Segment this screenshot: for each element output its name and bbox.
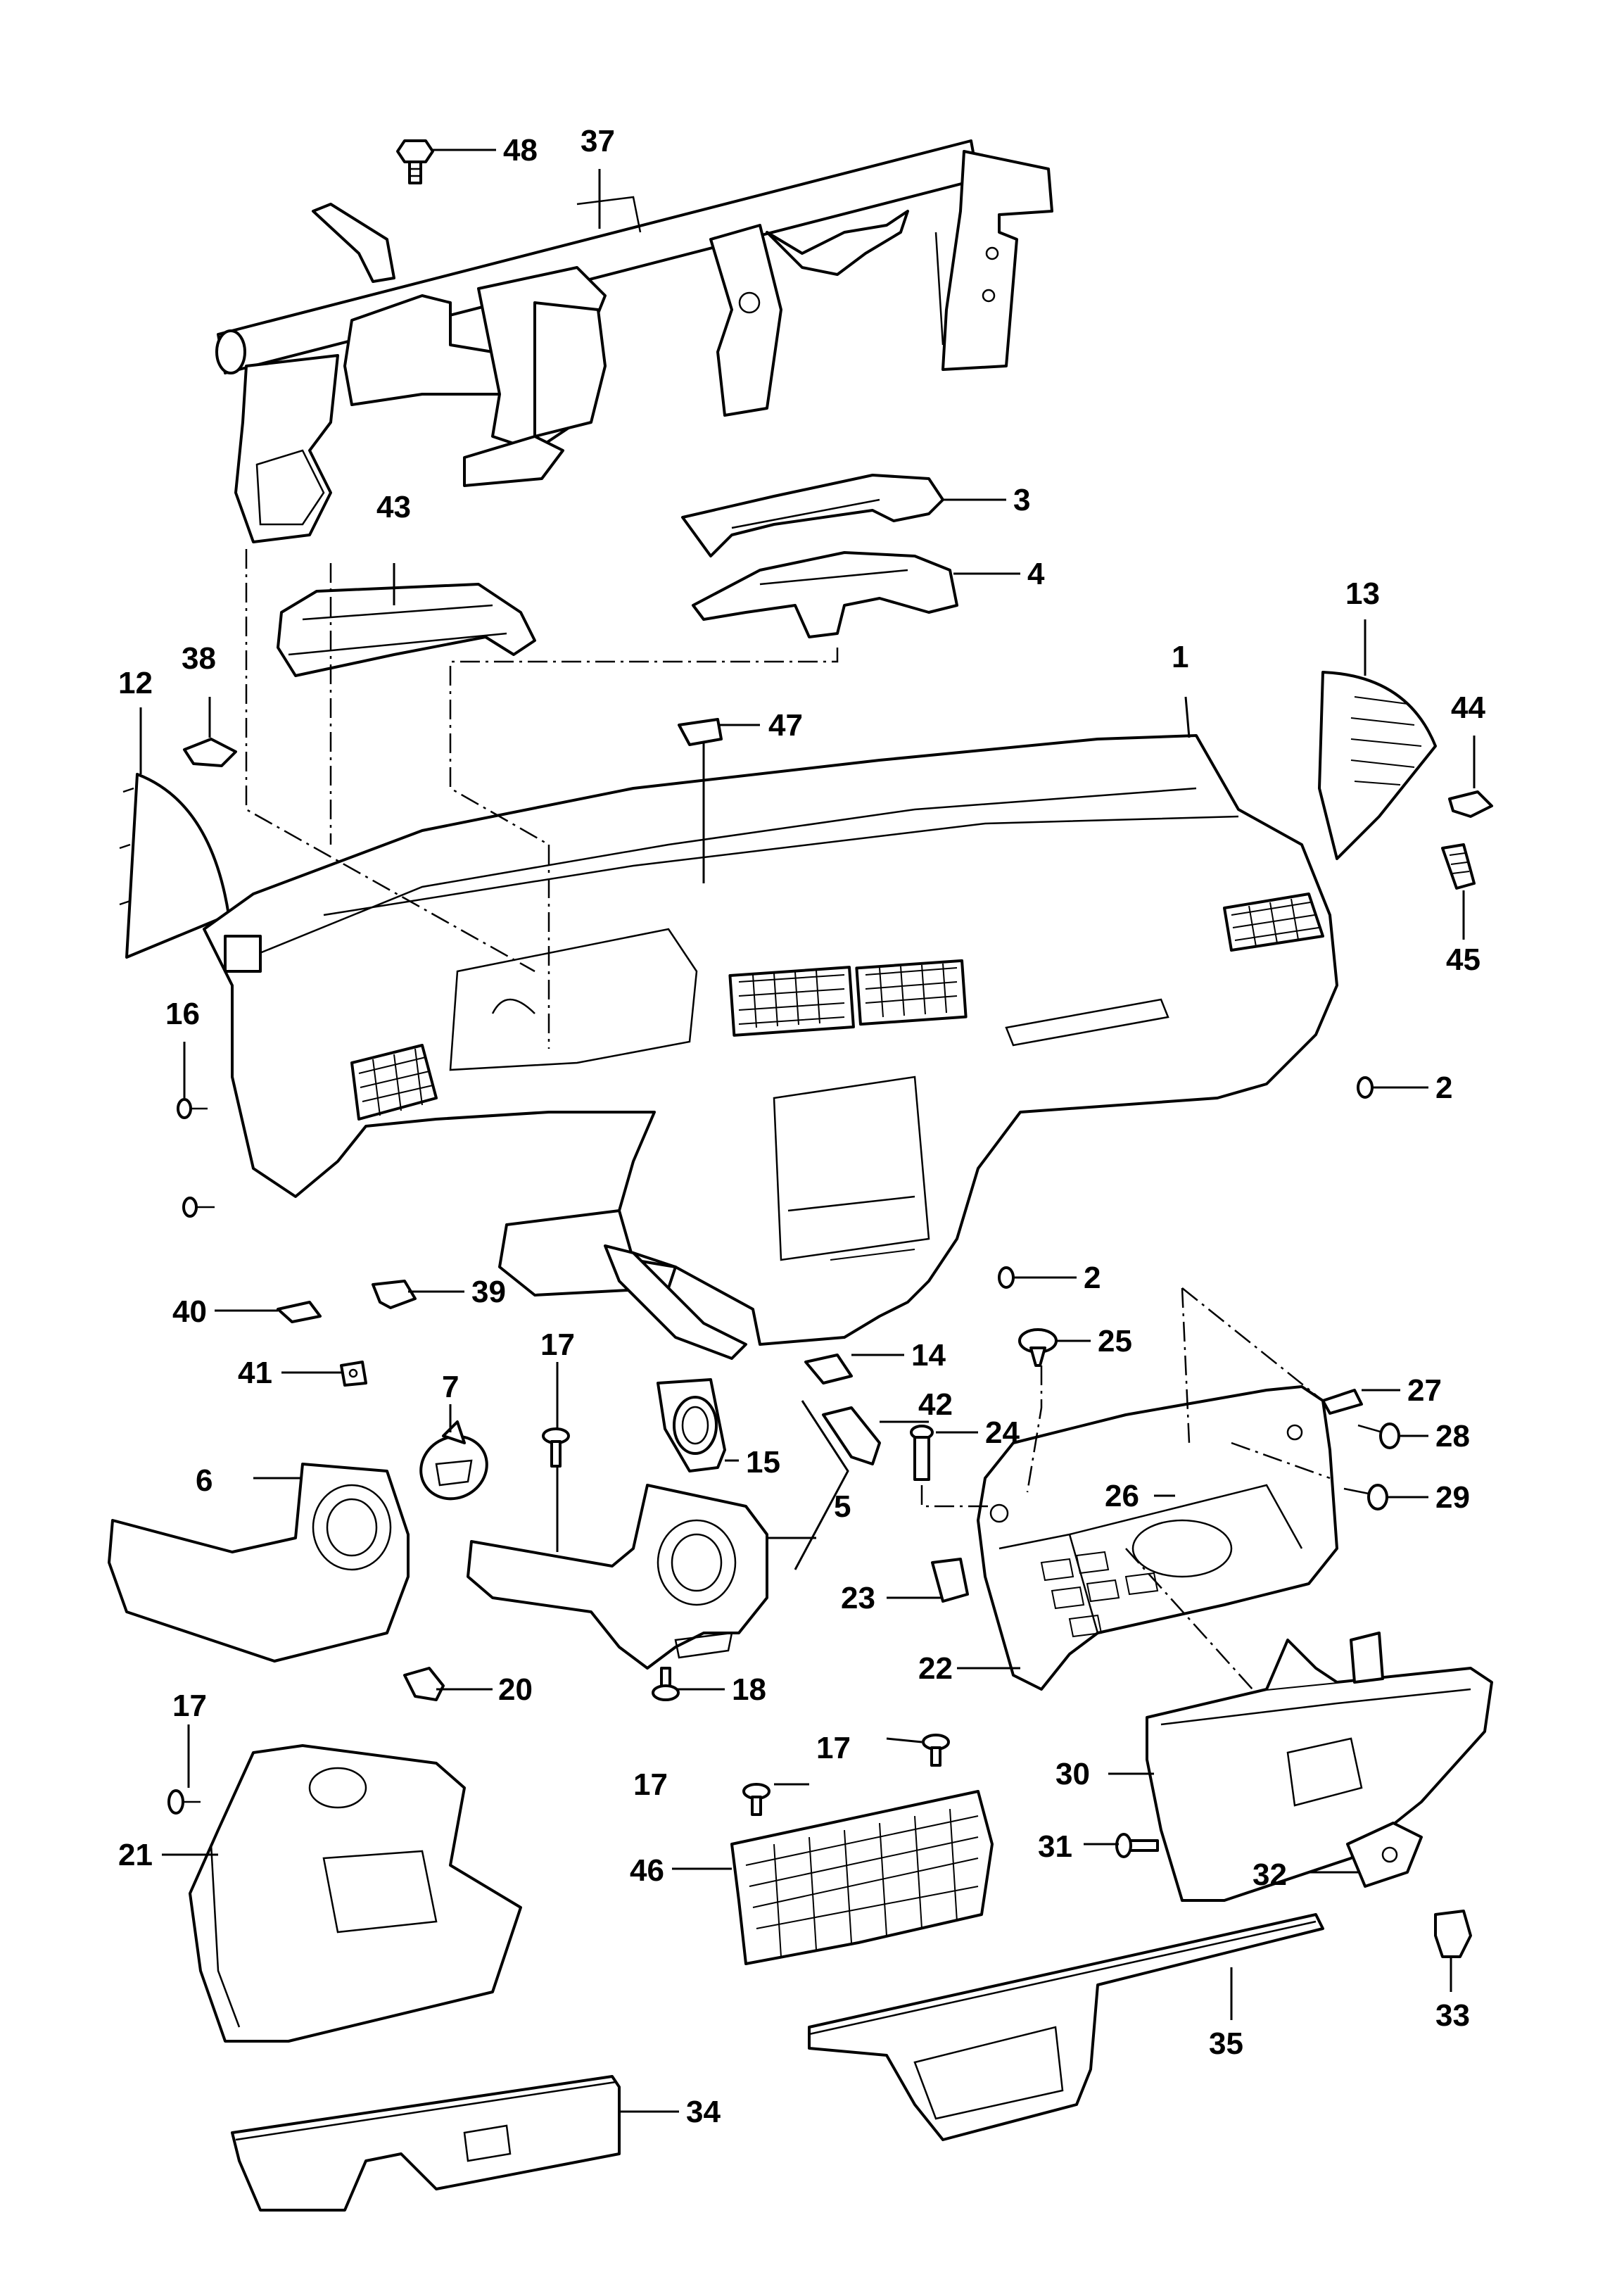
part-34-trim-left <box>232 2076 619 2210</box>
label-7: 7 <box>442 1370 459 1404</box>
part-39-clip <box>373 1281 415 1308</box>
part-48-bolt <box>398 141 433 183</box>
label-20: 20 <box>498 1672 533 1707</box>
part-24-stud <box>911 1426 932 1480</box>
label-30: 30 <box>1055 1757 1090 1791</box>
part-40-clip <box>278 1302 320 1322</box>
part-47-cover <box>679 719 721 745</box>
label-17-left: 17 <box>172 1689 207 1723</box>
label-40: 40 <box>172 1294 207 1329</box>
part-46-filler-panel <box>732 1791 992 1964</box>
label-27: 27 <box>1407 1373 1442 1408</box>
label-28: 28 <box>1435 1419 1470 1453</box>
label-6: 6 <box>196 1463 213 1498</box>
part-23-bracket <box>932 1559 968 1601</box>
label-17-upper: 17 <box>540 1327 575 1362</box>
part-12-end-cap-left <box>120 774 229 957</box>
part-4-shroud <box>693 553 957 637</box>
part-1-dashboard <box>204 736 1337 1358</box>
part-45-insert <box>1442 845 1474 888</box>
label-26: 26 <box>1105 1479 1139 1513</box>
label-22: 22 <box>918 1651 953 1686</box>
label-42: 42 <box>918 1387 953 1422</box>
part-17-screw-upper <box>543 1429 569 1466</box>
label-18: 18 <box>732 1672 766 1707</box>
label-39: 39 <box>471 1275 506 1309</box>
part-18-screw <box>653 1668 678 1700</box>
part-31-screw <box>1117 1834 1158 1857</box>
label-47: 47 <box>768 708 803 743</box>
part-20-clip <box>405 1668 443 1700</box>
part-15-bezel <box>658 1380 725 1471</box>
part-42-bracket <box>823 1408 880 1464</box>
label-23: 23 <box>841 1581 875 1615</box>
label-16: 16 <box>165 997 200 1031</box>
part-27-clip <box>1323 1390 1362 1413</box>
part-41-nut <box>341 1362 366 1385</box>
label-33: 33 <box>1435 1998 1470 2033</box>
label-25: 25 <box>1098 1324 1132 1358</box>
label-34: 34 <box>686 2095 721 2129</box>
label-4: 4 <box>1027 557 1045 591</box>
part-22-glovebox-housing <box>978 1387 1337 1689</box>
label-17-46-left: 17 <box>633 1767 668 1802</box>
label-46: 46 <box>630 1853 664 1888</box>
part-labels: 48 37 43 3 4 13 38 12 1 47 44 45 16 2 2 … <box>118 124 1485 2129</box>
label-43: 43 <box>376 490 411 524</box>
assembly-lines <box>245 549 1331 1690</box>
part-17-screw-46-left <box>744 1784 769 1815</box>
label-31: 31 <box>1038 1829 1072 1864</box>
part-43-cluster-hood <box>278 584 535 676</box>
part-44-clip <box>1450 792 1492 816</box>
label-35: 35 <box>1209 2026 1243 2061</box>
label-12: 12 <box>118 666 153 700</box>
part-25-rivet <box>1020 1330 1056 1365</box>
part-14-clip <box>806 1355 851 1383</box>
label-24: 24 <box>985 1415 1020 1450</box>
part-28-screw <box>1358 1424 1399 1448</box>
part-21-knee-panel <box>190 1746 521 2041</box>
label-17-46-right: 17 <box>816 1731 851 1765</box>
label-45: 45 <box>1446 942 1480 977</box>
label-41: 41 <box>238 1356 272 1390</box>
part-6-lower-shroud <box>109 1464 408 1661</box>
label-13: 13 <box>1345 576 1380 611</box>
label-37: 37 <box>581 124 615 158</box>
part-3-trim-cover <box>683 475 943 556</box>
label-15: 15 <box>746 1445 780 1480</box>
label-14: 14 <box>911 1338 946 1373</box>
part-13-end-cap-right <box>1319 672 1435 859</box>
part-29-screw <box>1344 1485 1387 1509</box>
part-7-flap <box>410 1422 498 1510</box>
label-44: 44 <box>1451 690 1485 725</box>
part-30-glovebox-door <box>1147 1633 1492 1900</box>
label-2-center: 2 <box>1084 1261 1101 1295</box>
label-5: 5 <box>834 1489 851 1524</box>
part-35-trim-right <box>809 1915 1323 2140</box>
label-2-right: 2 <box>1435 1071 1452 1105</box>
label-1: 1 <box>1172 640 1188 674</box>
part-33-bumper <box>1435 1911 1471 1957</box>
part-38-cap <box>184 739 236 766</box>
label-3: 3 <box>1013 483 1030 517</box>
part-16-screw <box>178 1099 215 1216</box>
part-17-screw-left <box>169 1791 201 1813</box>
part-37-crossmember <box>217 141 1052 542</box>
label-29: 29 <box>1435 1480 1470 1515</box>
label-48: 48 <box>503 133 538 168</box>
leader-lines <box>139 149 1476 2113</box>
label-38: 38 <box>182 641 216 676</box>
label-32: 32 <box>1253 1857 1287 1892</box>
label-21: 21 <box>118 1838 153 1872</box>
part-5-lower-shroud <box>468 1485 767 1668</box>
part-17-screw-46-right <box>923 1735 949 1765</box>
part-32-latch <box>1348 1823 1421 1886</box>
